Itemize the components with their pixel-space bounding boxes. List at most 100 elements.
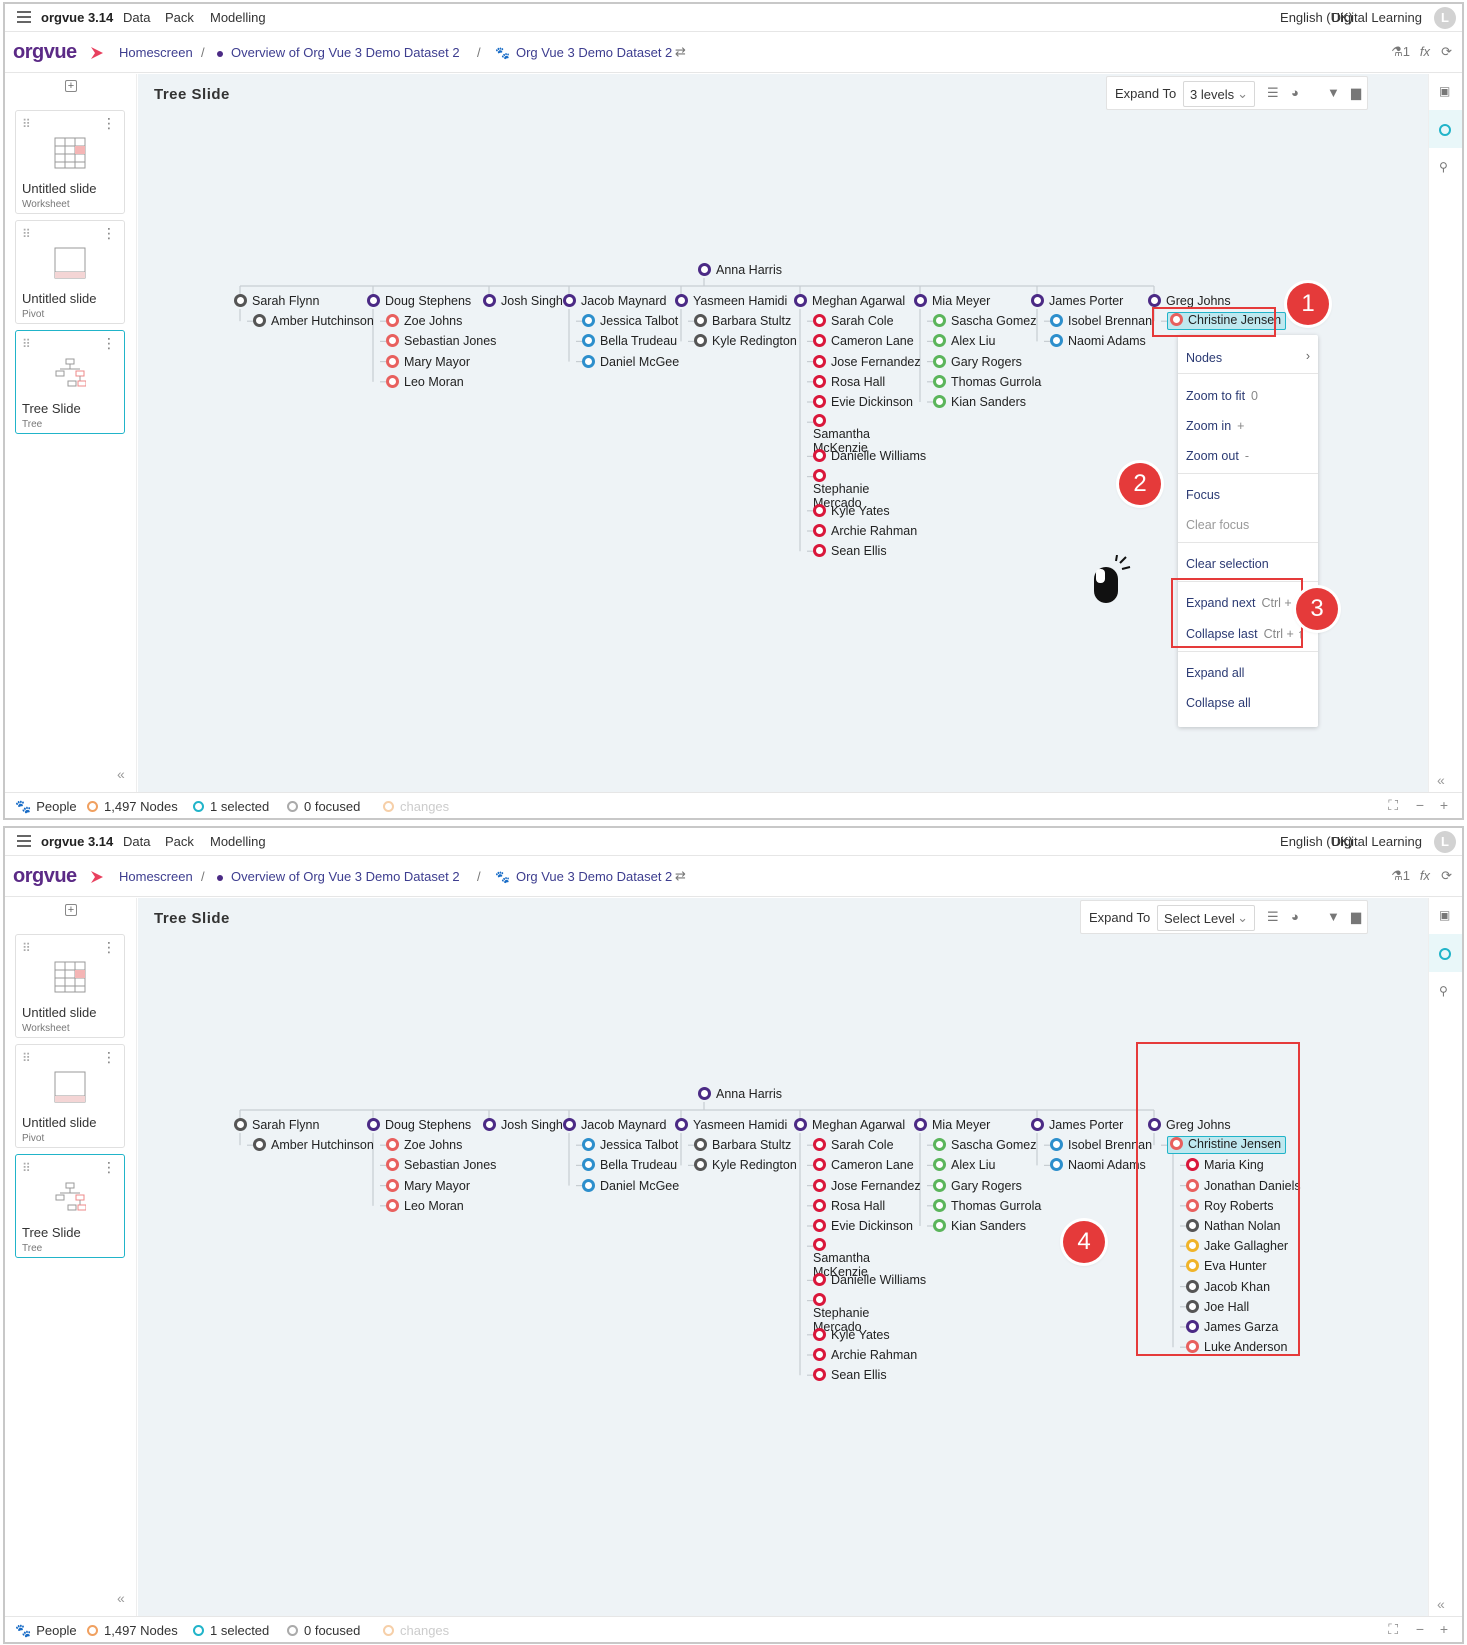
collapse-right-rail-icon[interactable]: « (1437, 772, 1445, 788)
tree-node[interactable]: Mia Meyer (914, 292, 990, 310)
menu-pack[interactable]: Pack (165, 10, 194, 25)
selected-node[interactable]: Christine Jensen (1167, 312, 1287, 331)
sync-icon[interactable]: ⟳ (1441, 868, 1452, 883)
breadcrumb-home[interactable]: Homescreen (119, 45, 193, 60)
tree-node[interactable]: Alex Liu (933, 332, 995, 350)
more-options-icon[interactable]: ⋮ (102, 225, 116, 241)
breadcrumb-dataset[interactable]: 🐾Org Vue 3 Demo Dataset 2 (495, 869, 672, 884)
menu-item-clear-selection[interactable]: Clear selection (1186, 557, 1269, 571)
search-icon[interactable]: ⚲ (1439, 160, 1448, 174)
tree-node[interactable]: Zoe Johns (386, 312, 462, 330)
tree-node[interactable]: Kyle Redington (694, 1156, 797, 1174)
zoom-in-icon[interactable]: + (1439, 1621, 1448, 1637)
orgvue-logo[interactable]: orgvue (13, 865, 77, 887)
more-options-icon[interactable]: ⋮ (102, 939, 116, 955)
tree-node[interactable]: Leo Moran (386, 373, 464, 391)
tree-node[interactable]: Doug Stephens (367, 292, 471, 310)
tree-node[interactable]: Luke Anderson (1186, 1338, 1287, 1356)
tree-node[interactable]: Daniel McGee (582, 1177, 679, 1195)
palette-icon[interactable]: ◕ (1291, 85, 1299, 100)
list-view-icon[interactable]: ☰ (1267, 909, 1279, 924)
tree-node[interactable]: Sarah Cole (813, 312, 894, 330)
tree-node[interactable]: Jacob Maynard (563, 292, 666, 310)
tree-node[interactable]: Jessica Talbot (582, 312, 678, 330)
tree-node[interactable]: Leo Moran (386, 1197, 464, 1215)
tree-node[interactable]: Mia Meyer (914, 1116, 990, 1134)
more-options-icon[interactable]: ⋮ (102, 115, 116, 131)
tree-node[interactable]: Sarah Flynn (234, 292, 319, 310)
breadcrumb-home[interactable]: Homescreen (119, 869, 193, 884)
menu-item-expand-all[interactable]: Expand all (1186, 666, 1244, 680)
tree-node[interactable]: Evie Dickinson (813, 393, 913, 411)
language-menu[interactable]: English (UK) (1280, 10, 1353, 25)
refresh-link-icon[interactable]: ⇄ (675, 44, 686, 59)
tree-node[interactable]: Rosa Hall (813, 1197, 885, 1215)
drag-handle-icon[interactable]: ⠿ (22, 227, 31, 241)
tree-node[interactable]: Bella Trudeau (582, 332, 677, 350)
list-view-icon[interactable]: ☰ (1267, 85, 1279, 100)
menu-item-nodes[interactable]: Nodes (1186, 351, 1222, 365)
add-slide-icon[interactable]: + (65, 80, 77, 92)
tree-node[interactable]: Kian Sanders (933, 1217, 1026, 1235)
tree-node[interactable]: Greg Johns (1148, 292, 1231, 310)
zoom-in-icon[interactable]: + (1439, 797, 1448, 813)
workspace-menu[interactable]: Digital Learning (1331, 10, 1422, 25)
tree-node[interactable]: Jake Gallagher (1186, 1237, 1288, 1255)
drag-handle-icon[interactable]: ⠿ (22, 1161, 31, 1175)
menu-data[interactable]: Data (123, 834, 151, 849)
tree-node[interactable]: Jacob Khan (1186, 1278, 1270, 1296)
tree-node[interactable]: Naomi Adams (1050, 332, 1146, 350)
tree-node-root[interactable]: Anna Harris (698, 261, 782, 279)
menu-data[interactable]: Data (123, 10, 151, 25)
tree-node[interactable]: Kyle Yates (813, 502, 890, 520)
tree-node-root[interactable]: Anna Harris (698, 1085, 782, 1103)
tree-node[interactable]: Jose Fernandez (813, 353, 921, 371)
selected-node[interactable]: Christine Jensen (1167, 1136, 1287, 1155)
sync-icon[interactable]: ⟳ (1441, 44, 1452, 59)
tree-node[interactable]: Amber Hutchinson (253, 1136, 374, 1154)
dataset-people[interactable]: 🐾People (15, 799, 77, 815)
tree-node[interactable]: Sascha Gomez (933, 1136, 1036, 1154)
menu-modelling[interactable]: Modelling (210, 834, 266, 849)
tree-node[interactable]: Thomas Gurrola (933, 1197, 1041, 1215)
zoom-out-icon[interactable]: − (1415, 1621, 1424, 1637)
menu-item-zoom-in[interactable]: Zoom in+ (1186, 419, 1244, 433)
hamburger-icon[interactable] (17, 11, 31, 26)
tree-node[interactable]: Yasmeen Hamidi (675, 292, 787, 310)
node-count[interactable]: 1,497 Nodes (87, 799, 178, 814)
tree-node[interactable]: Roy Roberts (1186, 1197, 1273, 1215)
tree-node[interactable]: Meghan Agarwal (794, 292, 905, 310)
breadcrumb-dataset[interactable]: 🐾Org Vue 3 Demo Dataset 2 (495, 45, 672, 60)
tree-node[interactable]: Josh Singh (483, 1116, 563, 1134)
more-options-icon[interactable]: ⋮ (102, 335, 116, 351)
orgvue-logo[interactable]: orgvue (13, 41, 77, 63)
tree-node[interactable]: Samantha McKenzie (813, 413, 883, 455)
collapse-sidebar-icon[interactable]: « (117, 766, 125, 782)
tree-node[interactable]: Greg Johns (1148, 1116, 1231, 1134)
tree-node[interactable]: Jessica Talbot (582, 1136, 678, 1154)
tree-node[interactable]: Sascha Gomez (933, 312, 1036, 330)
panel-icon[interactable]: ▣ (1439, 908, 1451, 922)
tree-node[interactable]: Cameron Lane (813, 1156, 914, 1174)
menu-item-zoom-out[interactable]: Zoom out- (1186, 449, 1249, 463)
panel-icon[interactable]: ▣ (1439, 84, 1451, 98)
collapse-right-rail-icon[interactable]: « (1437, 1596, 1445, 1612)
user-avatar[interactable]: L (1434, 7, 1456, 29)
node-properties-icon[interactable] (1439, 948, 1451, 960)
menu-modelling[interactable]: Modelling (210, 10, 266, 25)
add-slide-icon[interactable]: + (65, 904, 77, 916)
tree-node[interactable]: Jonathan Daniels (1186, 1177, 1301, 1195)
collapse-sidebar-icon[interactable]: « (117, 1590, 125, 1606)
tree-node[interactable]: Gary Rogers (933, 353, 1022, 371)
tree-node[interactable]: James Garza (1186, 1318, 1278, 1336)
tree-node[interactable]: Doug Stephens (367, 1116, 471, 1134)
more-options-icon[interactable]: ⋮ (102, 1049, 116, 1065)
user-count[interactable]: ⚗1 (1391, 868, 1410, 884)
tree-node[interactable]: Mary Mayor (386, 1177, 470, 1195)
tree-node[interactable]: Sean Ellis (813, 1366, 887, 1384)
